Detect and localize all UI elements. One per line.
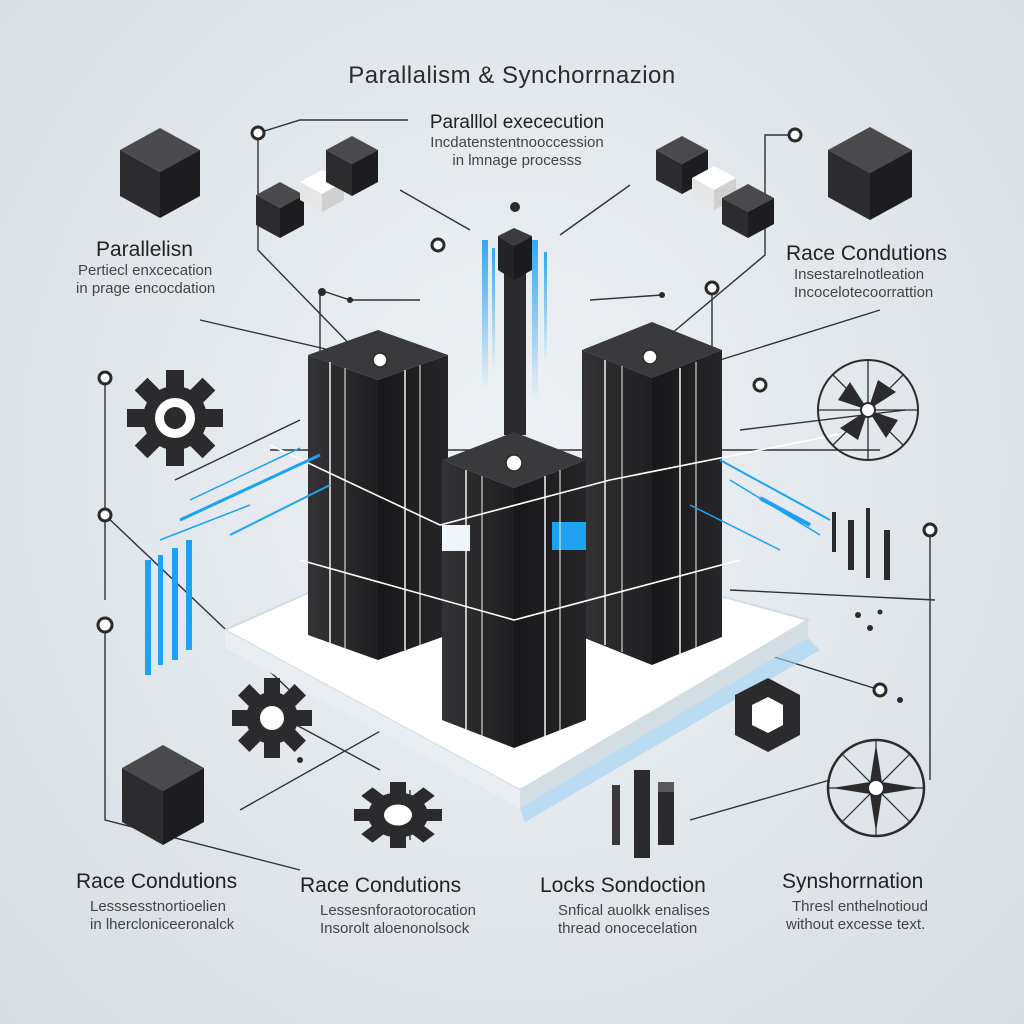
bottom-caption-heading: Synshorrnation bbox=[782, 870, 924, 893]
bottom-caption-line1: Lessesnforaotorocation bbox=[320, 902, 476, 919]
fan-icon bbox=[817, 359, 919, 461]
pillar-left bbox=[308, 330, 448, 660]
top-caption-line1: Incdatenstentnooccession bbox=[430, 134, 604, 151]
bottom-caption-line1: Snfical auolkk enalises bbox=[558, 902, 710, 919]
bottom-caption-heading: Locks Sondoction bbox=[540, 874, 706, 897]
cube-cluster-icon bbox=[256, 136, 378, 238]
left-caption-line1: Pertiecl enxcecation bbox=[78, 262, 213, 279]
blue-streaks-left bbox=[159, 447, 331, 541]
bars-icon bbox=[145, 540, 192, 675]
gear-icon bbox=[232, 678, 312, 758]
left-caption-heading: Parallelisn bbox=[96, 238, 193, 261]
bottom-caption-2: Race Condutions Lessesnforaotorocation I… bbox=[300, 874, 476, 938]
top-caption-line2: in lmnage processs bbox=[452, 152, 582, 169]
sticks-icon bbox=[612, 770, 674, 858]
data-beams bbox=[482, 228, 547, 435]
page-title: Parallalism & Synchorrnazion bbox=[348, 62, 676, 89]
cube-icon bbox=[122, 745, 204, 845]
cube-cluster-icon bbox=[656, 136, 774, 238]
right-caption-heading: Race Condutions bbox=[786, 242, 948, 265]
pillar-right bbox=[582, 322, 722, 665]
left-caption: Parallelisn Pertiecl enxcecation in prag… bbox=[76, 238, 215, 298]
connector-lines bbox=[104, 119, 936, 871]
blue-streaks-right bbox=[689, 459, 831, 551]
right-caption: Race Condutions Insestarelnotleation Inc… bbox=[786, 242, 947, 302]
nut-icon bbox=[735, 678, 800, 752]
left-caption-line2: in prage encocdation bbox=[76, 280, 216, 297]
top-caption: Paralllol exececution Incdatenstentnoocc… bbox=[430, 112, 604, 170]
small-dots bbox=[297, 202, 903, 763]
bottom-caption-line2: without excesse text. bbox=[786, 916, 926, 933]
right-caption-line2: Incocelotecoorrattion bbox=[794, 284, 934, 301]
right-caption-line1: Insestarelnotleation bbox=[794, 266, 925, 283]
bottom-caption-line2: Insorolt aloenonolsock bbox=[320, 920, 470, 937]
cube-icon bbox=[828, 127, 912, 220]
bottom-caption-heading: Race Condutions bbox=[76, 870, 238, 893]
bottom-caption-line2: in lhercloniceeronalck bbox=[90, 916, 235, 933]
bottom-caption-line1: Thresl enthelnotioud bbox=[792, 898, 928, 915]
cube-icon bbox=[120, 128, 200, 218]
bottom-caption-4: Synshorrnation Thresl enthelnotioud with… bbox=[782, 870, 928, 934]
wire-wraps bbox=[269, 429, 861, 621]
top-caption-heading: Paralllol exececution bbox=[429, 112, 605, 133]
gear-icon bbox=[127, 370, 223, 466]
needles-icon bbox=[832, 508, 890, 631]
bottom-caption-line1: Lesssesstnortioelien bbox=[90, 898, 226, 915]
bottom-caption-3: Locks Sondoction Snfical auolkk enalises… bbox=[540, 874, 710, 938]
gear-icon bbox=[354, 782, 442, 848]
pillar-center bbox=[442, 432, 586, 748]
bottom-caption-1: Race Condutions Lesssesstnortioelien in … bbox=[76, 870, 237, 934]
bottom-caption-line2: thread onocecelation bbox=[558, 920, 698, 937]
bottom-caption-heading: Race Condutions bbox=[300, 874, 462, 897]
compass-icon bbox=[826, 738, 926, 838]
